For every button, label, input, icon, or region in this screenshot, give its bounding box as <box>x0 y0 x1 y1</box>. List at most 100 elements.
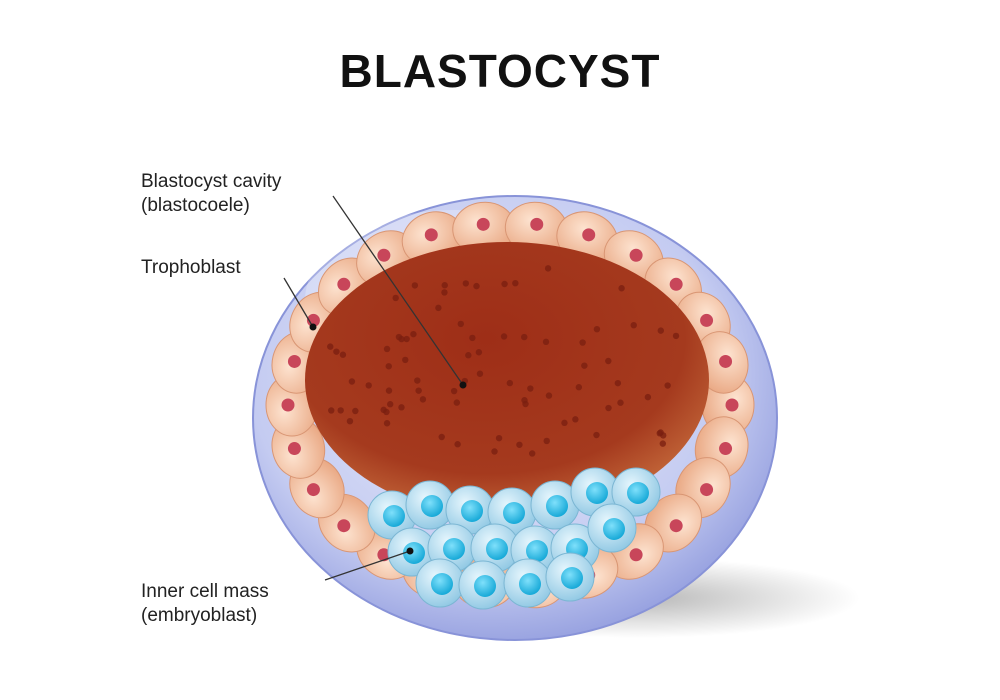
cavity-speck <box>419 396 427 403</box>
cavity-speck <box>618 285 625 292</box>
cavity-speck <box>672 332 680 340</box>
cavity-speck <box>411 282 419 289</box>
cavity-speck <box>527 385 534 392</box>
cavity-speck <box>339 351 347 358</box>
cavity-speck <box>352 407 359 415</box>
cavity-speck <box>469 334 476 342</box>
label-cavity-line1: Blastocyst cavity <box>141 171 282 192</box>
cavity-speck <box>365 382 372 389</box>
cavity-speck <box>614 379 622 387</box>
cavity-speck <box>593 325 601 333</box>
cavity-speck <box>543 437 550 445</box>
cavity-speck <box>659 440 667 447</box>
icm-cell <box>503 558 553 608</box>
cavity-speck <box>644 393 652 401</box>
cavity-speck <box>475 349 483 356</box>
trophoblast-cell <box>504 201 568 255</box>
leader-inner-mass <box>324 550 411 581</box>
cavity-speck <box>414 377 421 384</box>
cavity-speck <box>392 294 399 302</box>
blastocyst-cavity <box>305 242 709 518</box>
label-inner-mass: Inner cell mass (embryoblast) <box>141 580 269 628</box>
cavity-speck <box>593 431 600 439</box>
cavity-speck <box>395 333 403 341</box>
cavity-speck <box>664 382 671 389</box>
label-inner-mass-line1: Inner cell mass <box>141 581 269 602</box>
icm-cell <box>570 467 620 517</box>
cavity-speck <box>657 327 664 334</box>
cavity-speckles <box>327 265 680 457</box>
icm-cell <box>545 552 595 602</box>
cavity-speck <box>521 333 528 341</box>
cavity-speck <box>385 387 393 394</box>
icm-cell <box>458 560 508 610</box>
cavity-speck <box>415 387 422 394</box>
cavity-speck <box>572 416 579 423</box>
cavity-speck <box>450 387 458 395</box>
icm-cell <box>470 523 520 573</box>
cavity-speck <box>544 265 552 272</box>
cavity-speck <box>501 280 508 288</box>
cavity-speck <box>575 384 583 391</box>
cavity-speck <box>410 330 417 338</box>
diagram-title: BLASTOCYST <box>339 45 661 97</box>
cavity-speck <box>462 280 470 287</box>
cavity-speck <box>521 397 528 404</box>
cavity-speck <box>581 362 588 369</box>
cavity-speck <box>500 333 508 340</box>
cavity-speck <box>473 282 480 290</box>
label-inner-mass-line2: (embryoblast) <box>141 605 258 626</box>
pointer-dot-trophoblast <box>309 323 317 331</box>
cavity-speck <box>545 392 553 399</box>
cavity-speck <box>561 419 568 427</box>
cavity-speck <box>512 279 519 287</box>
cavity-speck <box>630 321 637 329</box>
cavity-speck <box>454 441 461 448</box>
cavity-speck <box>516 441 523 448</box>
cavity-speck <box>657 429 664 436</box>
cavity-speck <box>385 363 392 370</box>
cavity-speck <box>453 399 461 406</box>
cavity-speck <box>435 304 442 312</box>
inner-cell-mass <box>367 467 661 610</box>
cavity-speck <box>346 417 354 425</box>
cavity-speck <box>398 404 405 411</box>
label-trophoblast: Trophoblast <box>141 256 241 280</box>
pointer-dot-cavity <box>459 381 467 389</box>
cavity-speck <box>383 408 390 416</box>
icm-cell <box>587 503 637 553</box>
label-trophoblast-line1: Trophoblast <box>141 257 241 278</box>
leader-trophoblast <box>283 277 314 328</box>
cavity-speck <box>465 352 472 359</box>
cavity-speck <box>542 338 550 346</box>
leader-cavity <box>332 195 464 386</box>
cavity-speck <box>457 320 464 328</box>
icm-cell <box>415 558 465 608</box>
cavity-speck <box>441 289 448 296</box>
cavity-speck <box>441 282 448 289</box>
cavity-speck <box>529 450 536 457</box>
cavity-speck <box>495 434 503 442</box>
cavity-speck <box>333 348 340 355</box>
icm-cell <box>405 480 455 530</box>
cavity-speck <box>383 420 391 427</box>
leader-lines <box>283 195 464 581</box>
cavity-speck <box>383 345 391 353</box>
cavity-speck <box>328 407 335 414</box>
cavity-speck <box>403 335 410 343</box>
icm-cell <box>367 490 417 540</box>
cavity-speck <box>476 370 484 377</box>
label-cavity-line2: (blastocoele) <box>141 195 250 216</box>
icm-cell <box>611 467 661 517</box>
cavity-speck <box>327 343 334 350</box>
cavity-speck <box>402 356 409 364</box>
cavity-speck <box>438 433 445 441</box>
label-cavity: Blastocyst cavity (blastocoele) <box>141 170 281 218</box>
cavity-speck <box>605 357 612 365</box>
cavity-speck <box>605 404 612 412</box>
pointer-dot-inner-mass <box>406 547 414 555</box>
icm-cell <box>445 485 495 535</box>
cavity-speck <box>491 448 498 455</box>
cavity-speck <box>579 339 586 346</box>
